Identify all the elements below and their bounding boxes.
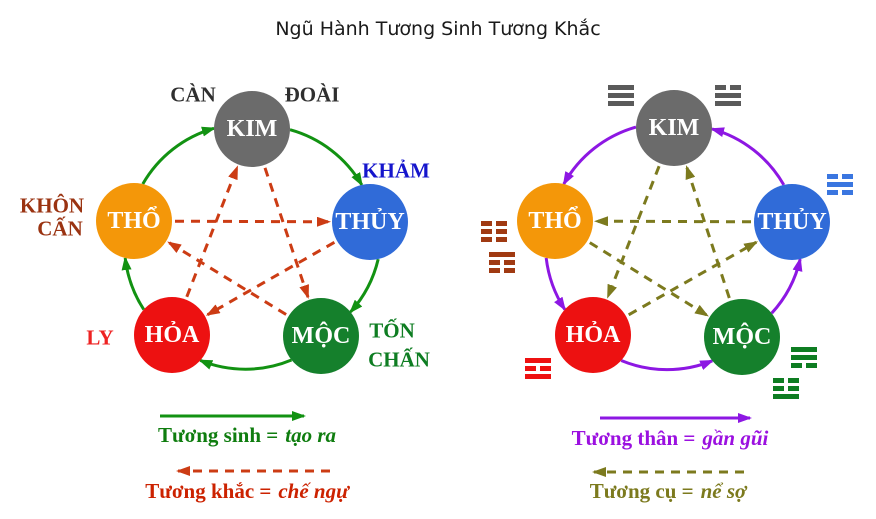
arrow-khac-tho-thuy [174,216,331,227]
element-hoa-right: HỎA [555,297,631,373]
label-ton-trigram: TỐN [369,318,415,343]
trigram-line-solid [715,101,741,106]
kan-trigram-icon [827,174,853,195]
label-ly-trigram: LY [86,325,114,350]
element-kim-left: KIM [214,91,290,167]
element-thuy-right: THỦY [754,184,830,260]
zhen-trigram-icon [773,378,799,399]
gen-trigram-icon [489,252,515,273]
arrow-sinh-hoa-tho [121,256,146,311]
trigram-line-broken [481,237,507,242]
trigram-line-broken [481,221,507,226]
legend-cu: Tương cụ =nể sợ [590,479,747,504]
label-kham-trigram: KHẢM [362,158,430,183]
trigram-line-broken [489,260,515,265]
arrow-than-hoa-moc [620,359,715,372]
legend-than-label: Tương thân = [571,426,696,450]
trigram-line-solid [791,347,817,352]
arrow-cu-thuy-tho [594,216,752,227]
trigram-line-broken [489,268,515,273]
trigram-line-solid [791,355,817,360]
arrow-sinh-thuy-moc [349,258,380,314]
trigram-line-solid [608,101,634,106]
element-thuy-left: THỦY [332,184,408,260]
arrow-cu-kim-hoa [606,165,661,299]
element-hoa-left: HỎA [134,297,210,373]
legend-khac-value: chế ngự [278,479,349,503]
trigram-line-broken [715,85,741,90]
trigram-line-solid [715,93,741,98]
legend-sinh-label: Tương sinh = [157,423,279,447]
legend-cu-label: Tương cụ = [589,479,694,503]
trigram-line-solid [489,252,515,257]
trigram-line-broken [773,386,799,391]
arrow-khac-hoa-kim [185,165,239,298]
label-chan-trigram: CHẤN [368,347,430,372]
arrow-than-moc-thuy [770,257,803,315]
element-moc-right: MỘC [704,299,780,375]
li-trigram-icon [525,358,551,379]
trigram-line-solid [525,358,551,363]
trigram-line-broken [791,363,817,368]
trigram-line-solid [525,374,551,379]
legend-cu-value: nể sợ [700,479,747,503]
trigram-line-solid [827,182,853,187]
arrow-sinh-tho-kim [141,126,216,185]
legend-than-value: gần gũi [702,426,769,450]
xun-trigram-icon [791,347,817,368]
label-doai-trigram: ĐOÀI [284,82,340,107]
arrow-than-thuy-kim [710,127,786,186]
label-khon-trigram: KHÔN [19,193,85,218]
trigram-line-broken [525,366,551,371]
element-tho-right: THỔ [517,183,593,259]
legend-khac-label: Tương khắc = [145,479,272,503]
trigram-line-broken [827,174,853,179]
arrow-sinh-moc-hoa [198,358,293,371]
arrow-sinh-kim-thuy [289,128,364,187]
legend-khac: Tương khắc =chế ngự [145,479,348,504]
arrow-than-tho-hoa [544,257,567,312]
qian-trigram-icon [608,85,634,106]
trigram-line-solid [773,394,799,399]
trigram-line-broken [773,378,799,383]
arrow-cu-moc-kim [685,165,731,299]
page-title: Ngũ Hành Tương Sinh Tương Khắc [275,18,601,40]
legend-sinh-value: tạo ra [285,423,337,447]
arrow-than-kim-tho [562,125,637,186]
element-moc-left: MỘC [283,298,359,374]
trigram-line-broken [827,190,853,195]
kun-trigram-icon [481,221,507,242]
trigram-line-broken [481,229,507,234]
label-can-trigram: CÀN [170,82,216,107]
trigram-line-solid [608,85,634,90]
label-can2-trigram: CẤN [37,216,83,241]
trigram-line-solid [608,93,634,98]
arrow-khac-kim-moc [263,167,310,299]
element-kim-right: KIM [636,90,712,166]
legend-than: Tương thân =gần gũi [572,426,769,451]
legend-sinh: Tương sinh =tạo ra [158,423,336,448]
element-tho-left: THỔ [96,183,172,259]
dui-trigram-icon [715,85,741,106]
